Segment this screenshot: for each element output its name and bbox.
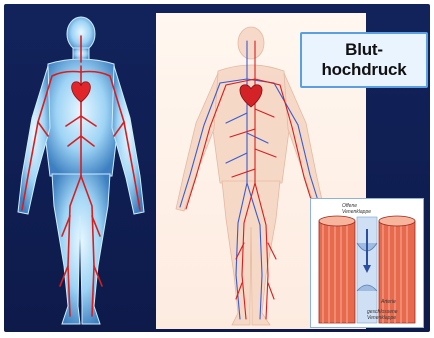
title-line-1: Blut- [306, 40, 422, 60]
label-artery: Arterie [381, 299, 396, 305]
vessel-cross-section [311, 199, 423, 327]
label-closed-valve-2: Venenklappe [367, 315, 396, 321]
arterial-body-illustration [8, 6, 154, 330]
vein-lumen [357, 217, 377, 323]
title-box: Blut- hochdruck [300, 32, 428, 88]
label-open-valve-2: Venenklappe [342, 209, 371, 215]
title-line-2: hochdruck [306, 60, 422, 80]
vein-valve-inset: Offene Venenklappe Arterie geschlossene … [310, 198, 424, 328]
